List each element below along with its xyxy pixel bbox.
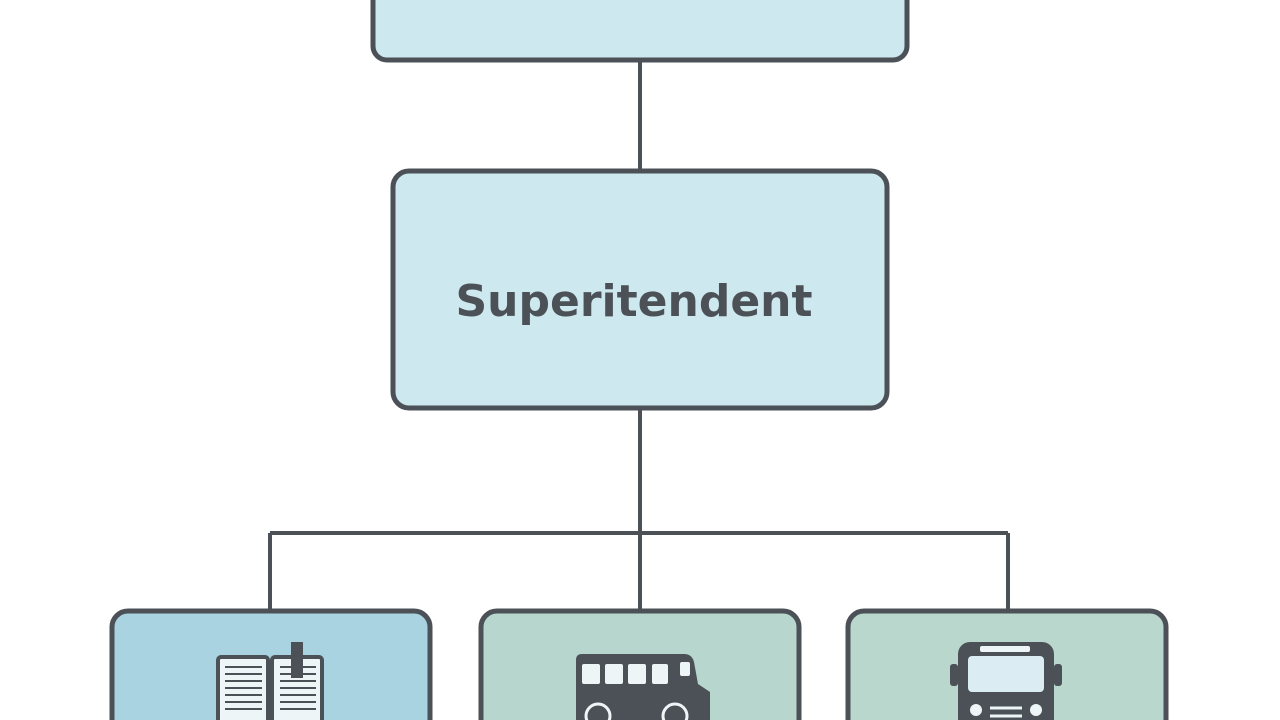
bus-icon bbox=[950, 642, 1062, 720]
book-icon bbox=[216, 642, 324, 720]
node-top[interactable] bbox=[370, 0, 910, 63]
node-child-3[interactable] bbox=[845, 608, 1169, 720]
node-superintendent[interactable]: Superitendent bbox=[390, 168, 890, 411]
connector-lines bbox=[268, 62, 1010, 611]
node-superintendent-label: Superitendent bbox=[455, 276, 812, 327]
node-child-2[interactable] bbox=[478, 608, 802, 720]
delivery-truck-icon bbox=[576, 654, 710, 720]
node-child-1[interactable] bbox=[109, 608, 433, 720]
